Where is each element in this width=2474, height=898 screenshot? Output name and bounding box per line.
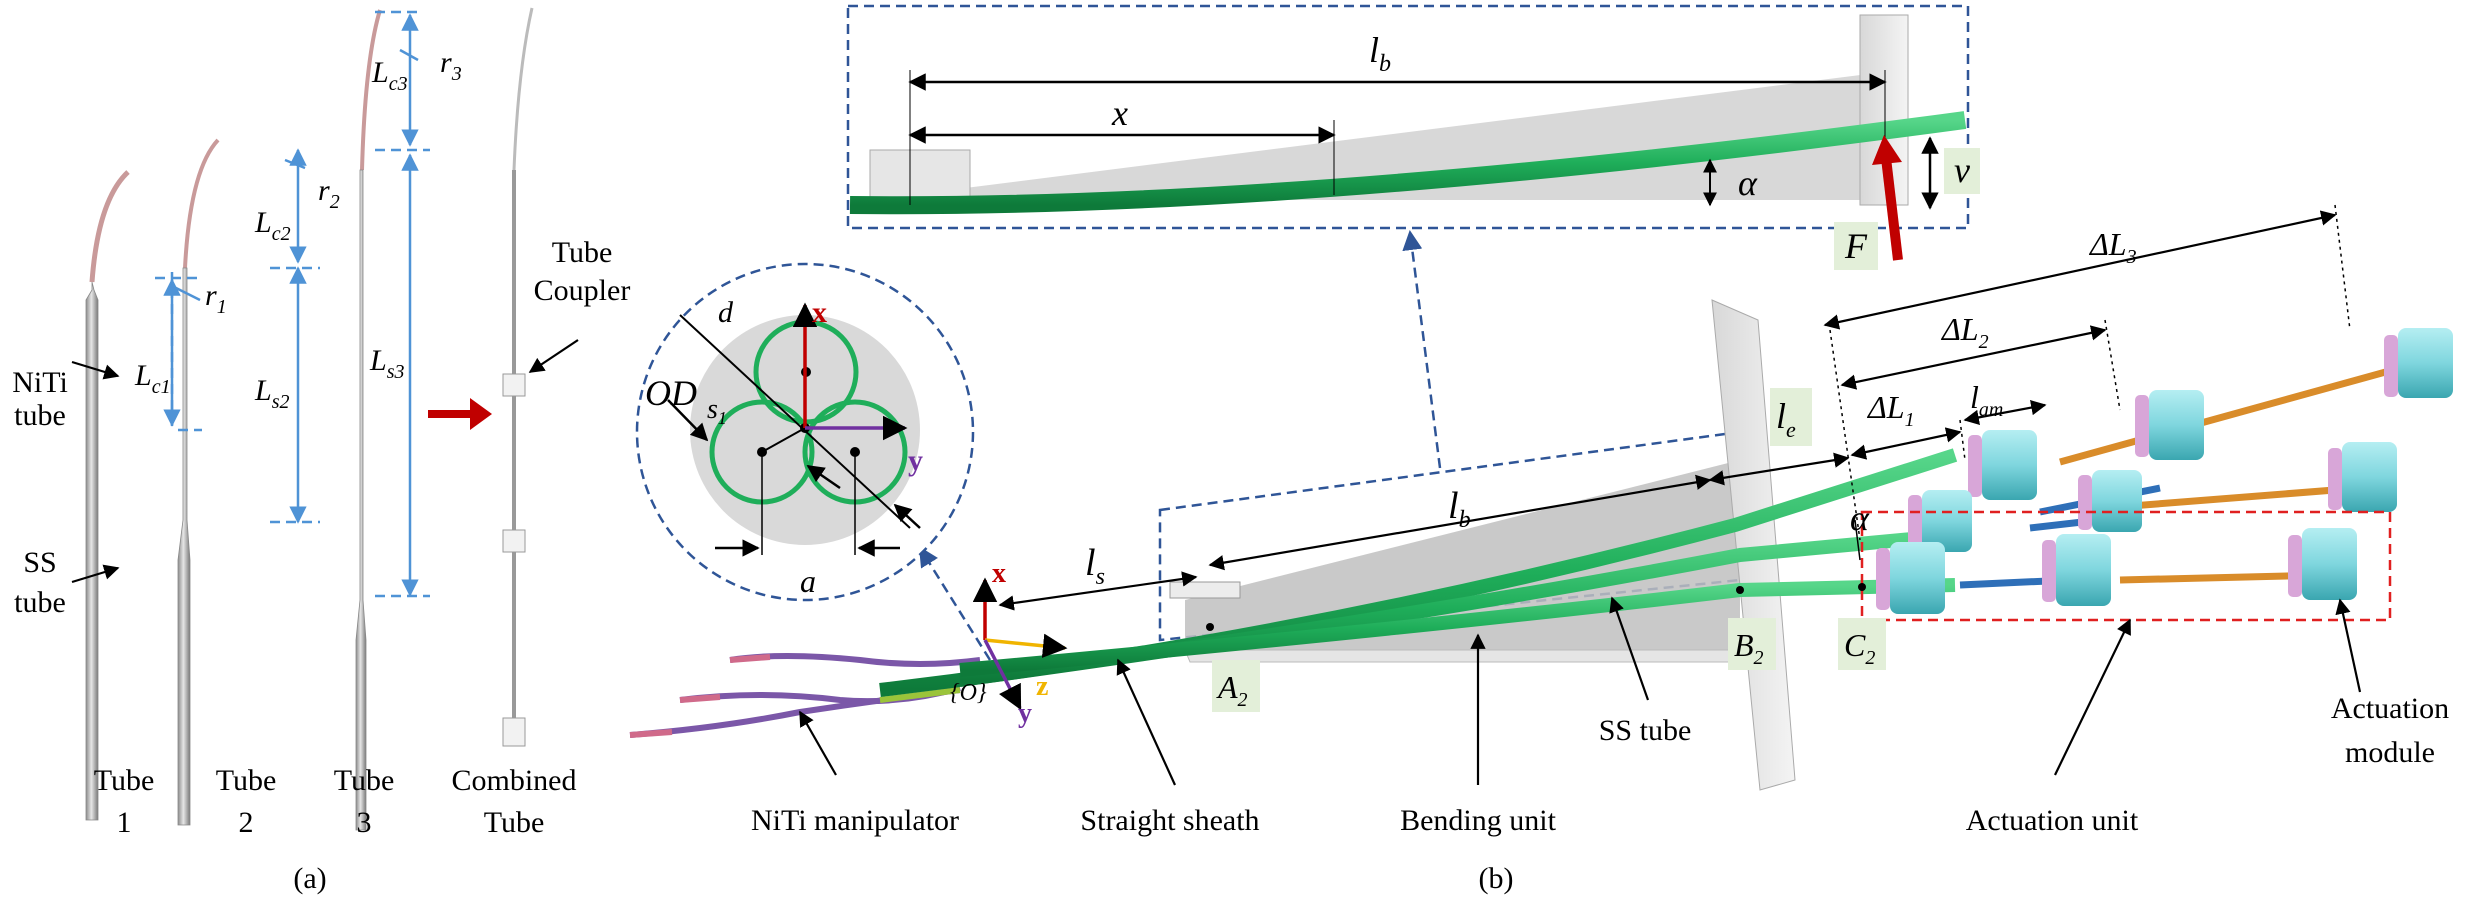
lc2-label: Lc2 [254,206,291,245]
dL2-label: ΔL2 [1940,311,1989,353]
r1-label: r1 [205,279,227,318]
actuation-unit-leader [2054,618,2131,776]
inset-x-label: x [1111,93,1128,133]
coupler-label-2: Coupler [534,274,631,307]
module-row-bottom [1876,528,2357,614]
axis-z-label: z [1036,671,1048,702]
tube-coupler-3 [502,717,526,747]
ss-tube-leader-b [1609,596,1650,701]
niti-manipulator-label: NiTi manipulator [751,804,959,837]
ss-tube-leader [71,564,120,584]
combined-tube-name-1: Combined [452,764,577,797]
tube-2-name: Tube [216,764,277,797]
combined-tube-render [502,7,534,747]
coordinate-frame: x z y {O} [950,558,1068,729]
actuation-module-label-2: module [2345,736,2435,769]
actuation-module-leader [2335,598,2362,693]
ss-tube-label-1: SS [23,546,56,579]
caption-b: (b) [1479,862,1514,895]
inset-force-label: F [1844,226,1868,266]
niti-tube-label-1: NiTi [12,366,68,399]
point-c2: C2 [1844,627,1875,669]
ls-label: ls [1085,542,1105,590]
tube-2-render [177,138,220,826]
cs-s1-label: s1 [707,394,727,428]
ls2-label: Ls2 [254,374,289,413]
lam-label: lam [1970,379,2003,421]
cross-section: d x y OD s1 a [635,262,975,602]
inset-lb-label: lb [1369,30,1391,77]
panel-b-dimensions [998,204,2351,611]
tube-1-number: 1 [117,806,132,839]
tube-2-number: 2 [239,806,254,839]
caption-a: (a) [293,862,326,895]
lc3-label: Lc3 [371,56,408,95]
module-row-middle [1908,442,2397,552]
force-arrow-icon [1872,135,1902,165]
actuation-modules [1860,328,2453,622]
lc1-label: Lc1 [134,359,171,398]
tube-coupler-1 [502,373,526,397]
niti-manipulator-leader [799,710,837,776]
tube-1-render [85,170,130,821]
niti-tube-leader [71,360,120,380]
cs-od-label: OD [645,373,697,413]
cs-x-label: x [812,296,827,329]
ss-tube-label-2: tube [14,586,66,619]
diameter-line [679,314,911,529]
origin-label: {O} [950,680,987,706]
axis-x-label: x [992,558,1006,589]
cs-y-label: y [908,444,923,477]
tube-3-render [355,9,382,831]
cs-d-label: d [718,296,734,329]
point-b2: B2 [1734,627,1764,669]
tube-3-number: 3 [357,806,372,839]
point-a2: A2 [1216,669,1248,711]
straight-sheath-label: Straight sheath [1080,804,1259,837]
inset-v-label: v [1954,150,1970,190]
niti-tube-label-2: tube [14,399,66,432]
coupler-label-1: Tube [552,236,613,269]
ls3-label: Ls3 [369,344,404,383]
tube-3-name: Tube [334,764,395,797]
panel-a: NiTi tube SS tube Lc1 r1 Lc2 Ls2 r2 Lc3 … [12,7,631,895]
combined-tube-name-2: Tube [484,806,545,839]
tube-1-name: Tube [94,764,155,797]
inset-alpha-label: α [1738,163,1758,203]
dL1-label: ΔL1 [1866,389,1915,431]
tube-coupler-2 [502,529,526,553]
alpha-label: α [1850,498,1870,538]
panel-b: lb x α v F [629,4,2453,895]
ss-tube-label-b: SS tube [1599,714,1692,747]
le-label: le [1776,396,1796,442]
cs-a-label: a [800,563,816,599]
actuation-module-label-1: Actuation [2331,692,2449,725]
coupler-leader [528,339,579,373]
combine-arrow-icon [428,398,492,430]
niti-manipulator [629,653,981,738]
inset-plate [1859,14,1909,206]
actuation-unit-label: Actuation unit [1966,804,2139,837]
inset-zoom: lb x α v F [846,4,1980,270]
panel-a-dimensions [155,10,430,598]
dL3-label: ΔL3 [2088,226,2137,268]
bending-unit-label: Bending unit [1400,804,1556,837]
inset-green-tube [849,111,1967,215]
bending-unit-frame [1158,430,1742,642]
straight-sheath-leader [1116,658,1177,786]
module-row-top [1968,328,2453,500]
r3-label: r3 [440,46,462,85]
lb-label: lb [1448,485,1471,533]
r2-label: r2 [318,174,340,213]
axis-y-label: y [1018,698,1032,729]
